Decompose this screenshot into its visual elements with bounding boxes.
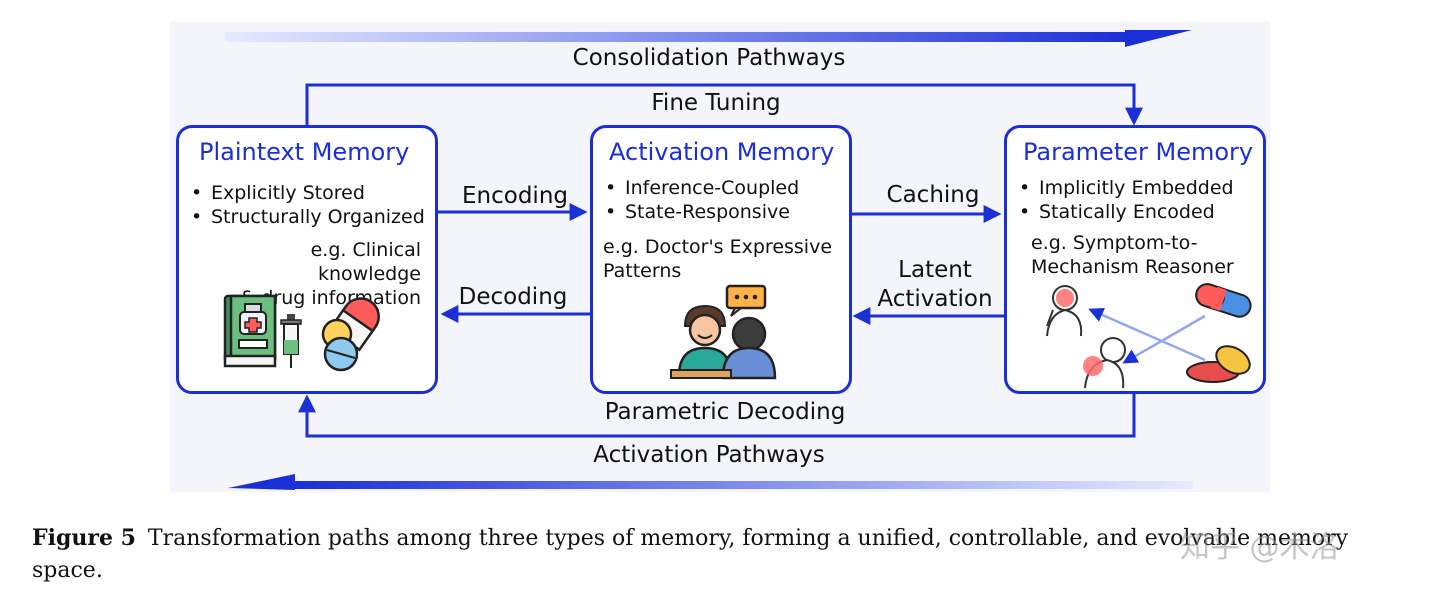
caching-label: Caching	[886, 182, 980, 208]
consolidation-pathways-label: Consolidation Pathways	[572, 45, 846, 71]
parameter-bullet-2: Statically Encoded	[1019, 200, 1234, 224]
activation-memory-node: Activation Memory Inference-Coupled Stat…	[590, 125, 852, 394]
parameter-memory-title: Parameter Memory	[1023, 138, 1254, 166]
syringe-icon	[280, 314, 302, 368]
plaintext-memory-bullets: Explicitly Stored Structurally Organized	[191, 181, 425, 229]
caption-label: Figure 5	[32, 525, 136, 551]
capsule-icon	[1195, 283, 1252, 318]
medical-book-icon	[223, 294, 277, 368]
activation-bullet-2: State-Responsive	[605, 200, 799, 224]
decoding-label: Decoding	[458, 284, 568, 310]
fine-tuning-label: Fine Tuning	[651, 90, 781, 116]
activation-memory-bullets: Inference-Coupled State-Responsive	[605, 176, 799, 224]
activation-bullet-1: Inference-Coupled	[605, 176, 799, 200]
activation-memory-title: Activation Memory	[609, 138, 835, 166]
parametric-decoding-connector	[298, 392, 1136, 438]
encoding-label: Encoding	[462, 183, 568, 209]
activation-memory-example: e.g. Doctor's Expressive Patterns	[603, 236, 833, 282]
latent-activation-label: Latent Activation	[877, 257, 993, 312]
parameter-memory-node: Parameter Memory Implicitly Embedded Sta…	[1004, 125, 1266, 394]
symptom-mechanism-illustration	[1046, 283, 1252, 389]
parameter-bullet-1: Implicitly Embedded	[1019, 176, 1234, 200]
parameter-memory-bullets: Implicitly Embedded Statically Encoded	[1019, 176, 1234, 224]
pain-figure-icon	[1046, 285, 1083, 337]
activation-pathways-label: Activation Pathways	[593, 442, 825, 468]
pain-figure-icon	[1083, 337, 1126, 389]
fine-tuning-connector	[305, 83, 1143, 127]
doctor-patient-icon	[670, 284, 777, 380]
caption-text: Transformation paths among three types o…	[32, 526, 1349, 583]
pills-icon	[321, 297, 380, 372]
plaintext-bullet-1: Explicitly Stored	[191, 181, 425, 205]
activation-pathway-arrow	[228, 474, 1193, 490]
parameter-memory-example: e.g. Symptom-to- Mechanism Reasoner	[1031, 232, 1234, 278]
watermark: 知乎 @木洛	[1180, 530, 1340, 565]
plaintext-memory-node: Plaintext Memory Explicitly Stored Struc…	[176, 125, 438, 394]
speech-bubble-icon	[725, 284, 767, 317]
plaintext-memory-title: Plaintext Memory	[199, 138, 410, 166]
plaintext-bullet-2: Structurally Organized	[191, 205, 425, 229]
parametric-decoding-label: Parametric Decoding	[604, 399, 846, 425]
consolidation-pathway-arrow	[225, 30, 1192, 47]
